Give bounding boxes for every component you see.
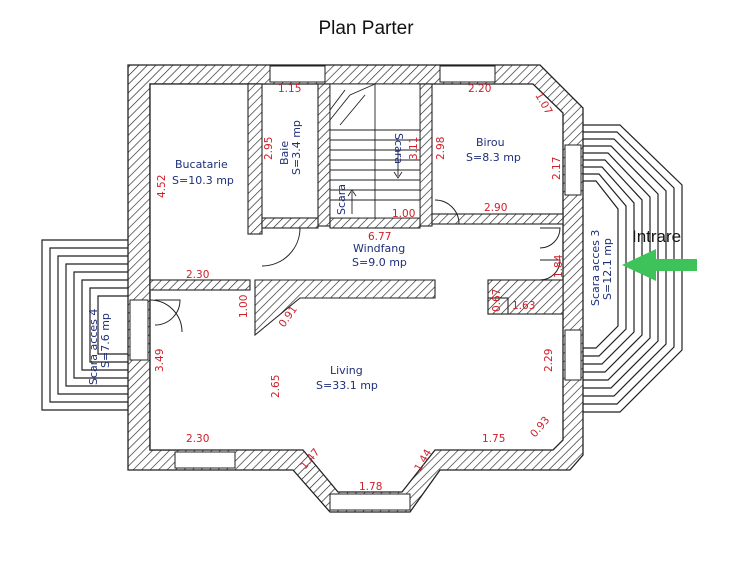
interior-walls: [149, 83, 564, 337]
dim-2-17: 2.17: [551, 157, 563, 180]
room-windfang-name: Windfang: [353, 242, 405, 255]
room-baie-area: S=3.4 mp: [290, 120, 303, 175]
stair-label-down: Scara: [392, 133, 405, 164]
room-bucatarie-area: S=10.3 mp: [172, 174, 234, 187]
dim-2-98: 2.98: [435, 137, 447, 160]
dim-6-77: 6.77: [368, 231, 391, 243]
plan-title: Plan Parter: [318, 18, 414, 39]
dim-3-49: 3.49: [154, 349, 166, 372]
entrance-arrow: [622, 249, 697, 281]
dim-2-20: 2.20: [468, 83, 491, 95]
entrance-stairs-left: [41, 239, 128, 411]
room-birou-name: Birou: [476, 136, 505, 149]
room-scara3-area: S=12.1 mp: [601, 238, 614, 300]
room-living-area: S=33.1 mp: [316, 379, 378, 392]
dim-1-00-mid: 1.00: [238, 295, 250, 318]
dim-1-63: 1.63: [512, 300, 535, 312]
dim-1-75: 1.75: [482, 433, 505, 445]
room-baie-name: Baie: [278, 141, 291, 165]
dim-1-00-top: 1.00: [392, 208, 415, 220]
dim-1-78: 1.78: [359, 481, 382, 493]
room-bucatarie-name: Bucatarie: [175, 158, 228, 171]
dim-2-30-lower: 2.30: [186, 433, 209, 445]
doors: [149, 199, 561, 333]
entrance-label: Intrare: [632, 227, 682, 246]
dim-0-67: 0.67: [491, 289, 503, 312]
room-scara4-name: Scara acces 4: [87, 309, 100, 385]
room-living-name: Living: [330, 364, 363, 377]
dim-2-65: 2.65: [270, 375, 282, 398]
dim-2-30-upper: 2.30: [186, 269, 209, 281]
room-scara3-name: Scara acces 3: [589, 230, 602, 306]
dim-1-84: 1.84: [553, 254, 565, 278]
dim-4-52: 4.52: [156, 175, 168, 198]
windows: [129, 65, 582, 511]
dim-2-29: 2.29: [543, 349, 555, 372]
dim-1-15: 1.15: [278, 83, 301, 95]
room-windfang-area: S=9.0 mp: [352, 256, 407, 269]
inner-staircase: [329, 83, 421, 219]
room-scara4-area: S=7.6 mp: [99, 313, 112, 368]
dim-3-11: 3.11: [408, 137, 420, 160]
room-birou-area: S=8.3 mp: [466, 151, 521, 164]
stair-label-up: Scara: [335, 184, 348, 215]
dim-2-90: 2.90: [484, 202, 507, 214]
dim-2-95: 2.95: [263, 137, 275, 160]
